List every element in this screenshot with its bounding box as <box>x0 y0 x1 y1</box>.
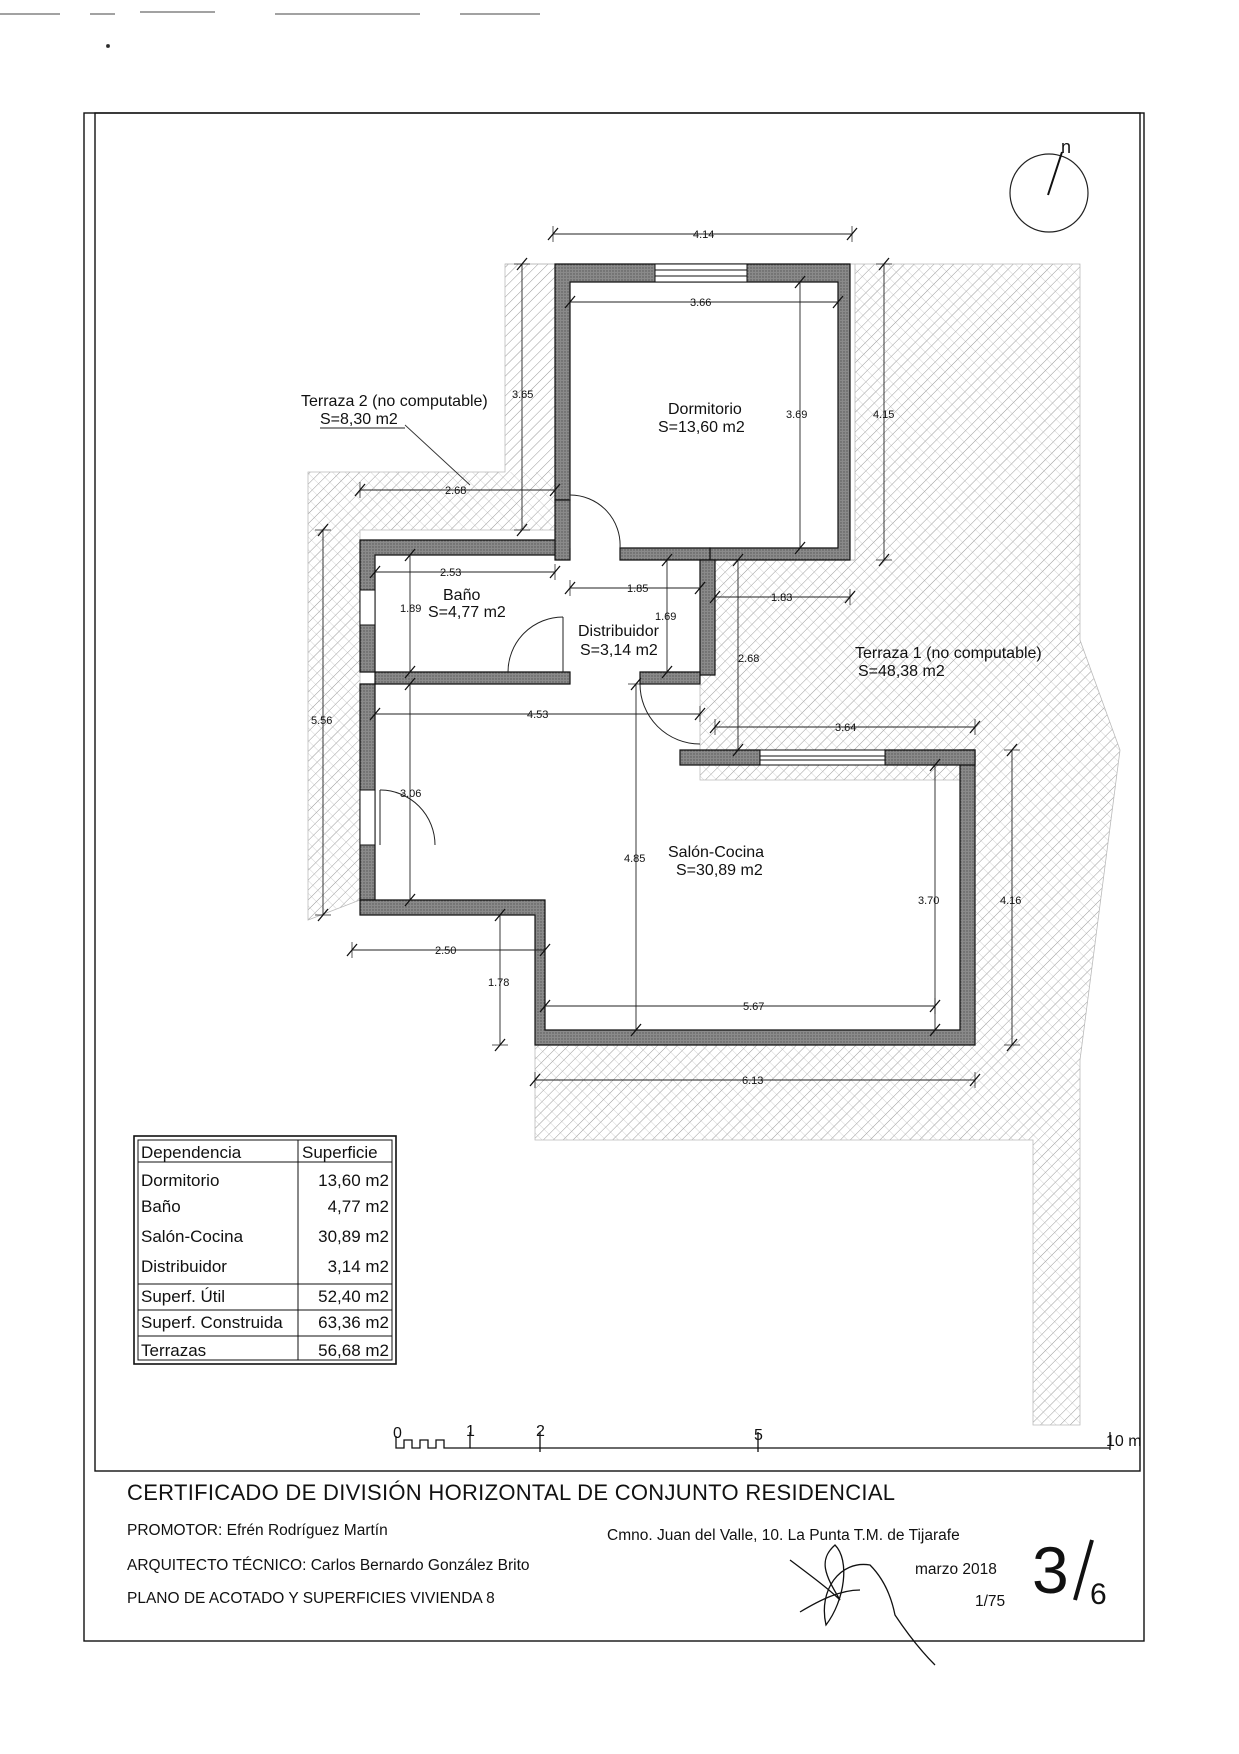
table-cell: Distribuidor <box>141 1257 227 1276</box>
dim-label: 3.65 <box>512 389 533 401</box>
table-cell: Salón-Cocina <box>141 1227 244 1246</box>
sheet-number: 3 <box>1032 1533 1069 1607</box>
terrace-area-2: S=8,30 m2 <box>320 411 398 428</box>
dim-label: 4.16 <box>1000 895 1021 907</box>
table-cell: 4,77 m2 <box>328 1197 389 1216</box>
table-cell: Superf. Útil <box>141 1287 225 1306</box>
document-title: CERTIFICADO DE DIVISIÓN HORIZONTAL DE CO… <box>127 1480 895 1505</box>
room-name-distribuidor: Distribuidor <box>578 623 660 640</box>
promotor-line: PROMOTOR: Efrén Rodríguez Martín <box>127 1522 388 1539</box>
scale-tick-2: 2 <box>536 1423 545 1440</box>
north-arrow-icon: n <box>1009 137 1089 233</box>
plano-line: PLANO DE ACOTADO Y SUPERFICIES VIVIENDA … <box>127 1590 495 1607</box>
room-area-bano: S=4,77 m2 <box>428 604 506 621</box>
dim-label: 1.85 <box>627 583 648 595</box>
dim-label: 5.67 <box>743 1001 764 1013</box>
sheet-total: 6 <box>1090 1578 1107 1611</box>
dim-label: 1.78 <box>488 977 509 989</box>
room-area-dormitorio: S=13,60 m2 <box>658 419 745 436</box>
room-name-dormitorio: Dormitorio <box>668 401 742 418</box>
scale-tick-5: 5 <box>754 1427 763 1444</box>
terrace-area <box>307 263 1121 1426</box>
room-name-bano: Baño <box>443 587 480 604</box>
table-header-superficie: Superficie <box>302 1143 378 1162</box>
table-cell: 13,60 m2 <box>318 1171 389 1190</box>
scale-line: 1/75 <box>975 1593 1005 1610</box>
table-cell: Dormitorio <box>141 1171 219 1190</box>
dim-label: 2.53 <box>440 567 461 579</box>
room-area-distribuidor: S=3,14 m2 <box>580 642 658 659</box>
scale-tick-1: 1 <box>466 1423 475 1440</box>
scale-bar: 0 1 2 5 10 m <box>393 1423 1142 1452</box>
dim-label: 5.56 <box>311 715 332 727</box>
dim-label: 3.69 <box>786 409 807 421</box>
table-cell: 30,89 m2 <box>318 1227 389 1246</box>
dim-label: 2.50 <box>435 945 456 957</box>
dim-label: 3.70 <box>918 895 939 907</box>
dim-label: 4.85 <box>624 853 645 865</box>
table-header-dependencia: Dependencia <box>141 1143 242 1162</box>
scan-marks <box>0 11 540 48</box>
dimension-ticks <box>315 226 1020 1088</box>
dim-label: 4.53 <box>527 709 548 721</box>
date-line: marzo 2018 <box>915 1561 997 1578</box>
dim-label: 1.89 <box>400 603 421 615</box>
dim-label: 4.15 <box>873 409 894 421</box>
room-area-salon: S=30,89 m2 <box>676 862 763 879</box>
table-cell: 63,36 m2 <box>318 1313 389 1332</box>
room-labels: Dormitorio S=13,60 m2 Baño S=4,77 m2 Dis… <box>301 393 1042 879</box>
terrace-area-1: S=48,38 m2 <box>858 663 945 680</box>
dim-label: 1.83 <box>771 592 792 604</box>
dim-label: 3.64 <box>835 722 856 734</box>
scale-tick-10: 10 m <box>1106 1433 1142 1450</box>
room-name-salon: Salón-Cocina <box>668 844 764 861</box>
doors <box>359 494 701 846</box>
dim-label: 2.68 <box>738 653 759 665</box>
table-cell: Baño <box>141 1197 181 1216</box>
address-line: Cmno. Juan del Valle, 10. La Punta T.M. … <box>607 1527 960 1544</box>
terrace-name-1: Terraza 1 (no computable) <box>855 645 1042 662</box>
sheet-frame <box>83 112 1145 1642</box>
title-block: CERTIFICADO DE DIVISIÓN HORIZONTAL DE CO… <box>127 1480 1107 1611</box>
dimension-lines <box>322 233 1013 1081</box>
table-cell: 3,14 m2 <box>328 1257 389 1276</box>
dim-label: 2.68 <box>445 485 466 497</box>
table-cell: Terrazas <box>141 1341 206 1360</box>
dim-label: 4.14 <box>693 229 714 241</box>
table-cell: 52,40 m2 <box>318 1287 389 1306</box>
table-cell: 56,68 m2 <box>318 1341 389 1360</box>
area-table: Dependencia Superficie Dormitorio 13,60 … <box>133 1135 397 1365</box>
north-symbol: n <box>1061 137 1071 157</box>
signature-icon <box>789 1544 936 1666</box>
windows <box>359 263 886 766</box>
dim-label: 3.06 <box>400 788 421 800</box>
scale-tick-0: 0 <box>393 1425 402 1442</box>
dimension-labels: 4.14 3.66 3.65 3.69 4.15 2.68 2.53 1.85 … <box>311 229 1021 1087</box>
dim-label: 1.69 <box>655 611 676 623</box>
dim-label: 6.13 <box>742 1075 763 1087</box>
table-cell: Superf. Construida <box>141 1313 283 1332</box>
terrace-name-2: Terraza 2 (no computable) <box>301 393 488 410</box>
arquitecto-line: ARQUITECTO TÉCNICO: Carlos Bernardo Gonz… <box>127 1557 530 1574</box>
dim-label: 3.66 <box>690 297 711 309</box>
